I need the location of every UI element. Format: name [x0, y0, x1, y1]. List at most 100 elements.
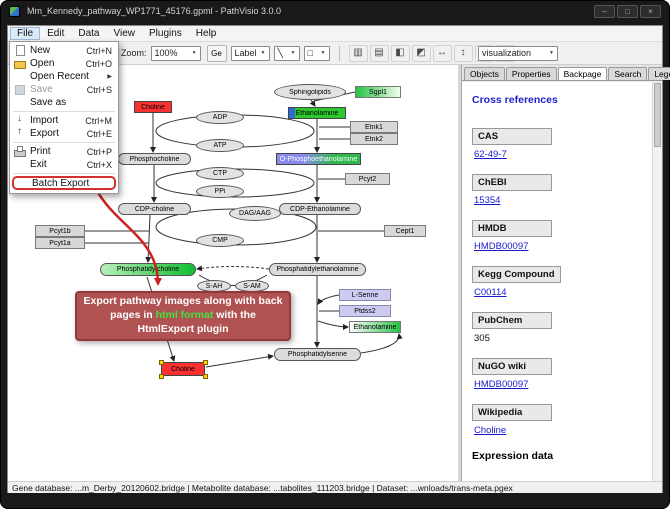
- selection-handle[interactable]: [203, 360, 208, 365]
- backpage-link[interactable]: HMDB00097: [474, 241, 529, 252]
- maximize-button[interactable]: □: [617, 5, 638, 18]
- chevron-down-icon: ▼: [549, 50, 554, 56]
- pathway-node-cept1[interactable]: Cept1: [384, 225, 426, 237]
- pathway-node-pcyt1b[interactable]: Pcyt1b: [35, 225, 85, 237]
- backpage-link[interactable]: HMDB00097: [474, 379, 529, 390]
- menubar-item-view[interactable]: View: [113, 28, 135, 39]
- pathway-node-ethanolamine[interactable]: Ethanolamine: [288, 107, 346, 119]
- menu-item-label: Save as: [30, 97, 67, 108]
- tab-backpage[interactable]: Backpage: [557, 67, 608, 80]
- backpage-section-header: Wikipedia: [472, 404, 552, 421]
- visualization-combobox[interactable]: visualization ▼: [478, 45, 558, 61]
- node-label: Cept1: [395, 227, 415, 235]
- backpage-link[interactable]: 62-49-7: [474, 149, 507, 160]
- backpage-section-header: ChEBI: [472, 174, 552, 191]
- align-left-button[interactable]: ◧: [390, 44, 410, 62]
- pathway-node-ctp[interactable]: CTP: [196, 167, 244, 180]
- pathway-node-ptdss2[interactable]: Ptdss2: [339, 305, 391, 317]
- node-label: Phosphatidylethanolamine: [276, 266, 359, 273]
- align-horizontal-center-button[interactable]: ▥: [348, 44, 368, 62]
- pathway-node-phosphatidylcholine[interactable]: Phosphatidylcholine: [100, 263, 196, 276]
- pathway-node-etnk1[interactable]: Etnk1: [350, 121, 398, 133]
- pathway-node-choline[interactable]: Choline: [134, 101, 172, 113]
- selection-handle[interactable]: [203, 374, 208, 379]
- pathway-node-o-phosphoethanolamine[interactable]: O-Phosphoethanolamine: [276, 153, 361, 165]
- toolbar: Zoom: 100% ▼ Ge Label ▼ ╲ ▼ □ ▼ ▥▤◧◩↔↕▦▧: [8, 42, 662, 65]
- pathway-node-l-serine[interactable]: L-Serine: [339, 289, 391, 301]
- pathway-node-choline[interactable]: Choline: [159, 360, 208, 379]
- file-menu-item-open-recent[interactable]: Open Recent▶: [10, 70, 118, 83]
- pathway-node-adp[interactable]: ADP: [196, 111, 244, 124]
- selection-handle[interactable]: [159, 374, 164, 379]
- pathway-node-ppi[interactable]: PPi: [196, 185, 244, 198]
- scrollbar[interactable]: [652, 82, 662, 481]
- annotation-text: with the: [213, 309, 256, 322]
- backpage-link[interactable]: C00114: [474, 287, 507, 298]
- pathway-node-ethanolamine[interactable]: Ethanolamine: [349, 321, 401, 333]
- file-menu-item-batch-export[interactable]: Batch Export: [12, 176, 116, 190]
- pathway-node-cmp[interactable]: CMP: [196, 234, 244, 247]
- pathway-node-pcyt1a[interactable]: Pcyt1a: [35, 237, 85, 249]
- menu-item-label: Open Recent: [30, 71, 89, 82]
- menubar-item-file[interactable]: File: [10, 27, 41, 40]
- shape-tool-button[interactable]: □ ▼: [303, 45, 330, 61]
- pathway-node-sgpl1[interactable]: Sgpl1: [355, 86, 401, 98]
- line-tool-button[interactable]: ╲ ▼: [273, 45, 300, 61]
- pathway-node-cdp-choline[interactable]: CDP-choline: [118, 203, 191, 215]
- pathway-node-sphingolipids[interactable]: Sphingolipids: [274, 84, 346, 100]
- align-top-button[interactable]: ◩: [411, 44, 431, 62]
- menubar-item-data[interactable]: Data: [78, 28, 100, 39]
- close-button[interactable]: ×: [640, 5, 661, 18]
- backpage-link[interactable]: 15354: [474, 195, 501, 206]
- pathway-node-atp[interactable]: ATP: [196, 139, 244, 152]
- selection-handle[interactable]: [159, 360, 164, 365]
- menubar-item-plugins[interactable]: Plugins: [148, 28, 182, 39]
- export-icon: [14, 126, 26, 139]
- pathway-node-cdp-ethanolamine[interactable]: CDP-Ethanolamine: [279, 203, 361, 215]
- expression-data-heading: Expression data: [472, 450, 554, 462]
- menubar-item-edit[interactable]: Edit: [47, 28, 65, 39]
- pathway-node-phosphatidylserine[interactable]: Phosphatidylserine: [274, 348, 361, 361]
- tab-objects[interactable]: Objects: [464, 67, 505, 80]
- status-bar: Gene database: ...m_Derby_20120602.bridg…: [8, 481, 662, 493]
- node-label: CDP-choline: [134, 205, 175, 213]
- distribute-horizontal-button[interactable]: ↔: [432, 44, 452, 62]
- distribute-vertical-button[interactable]: ↕: [453, 44, 473, 62]
- window-title: Mm_Kennedy_pathway_WP1771_45176.gpml - P…: [27, 6, 281, 16]
- file-menu-item-save-as[interactable]: Save as: [10, 96, 118, 109]
- pathway-node-pcyt2[interactable]: Pcyt2: [345, 173, 390, 185]
- tab-properties[interactable]: Properties: [505, 67, 557, 80]
- pathway-node-phosphatidylethanolamine[interactable]: Phosphatidylethanolamine: [269, 263, 366, 276]
- align-vertical-center-button[interactable]: ▤: [369, 44, 389, 62]
- new-label-button[interactable]: Label ▼: [230, 45, 270, 61]
- chevron-down-icon: ▼: [260, 50, 266, 56]
- save-icon: [14, 84, 26, 95]
- title-bar[interactable]: Mm_Kennedy_pathway_WP1771_45176.gpml - P…: [0, 0, 670, 25]
- zoom-combobox[interactable]: 100% ▼: [150, 45, 201, 61]
- new-datanode-button[interactable]: Ge: [206, 44, 227, 62]
- pathway-node-phosphocholine[interactable]: Phosphocholine: [118, 153, 191, 165]
- pathway-node-dag-aag[interactable]: DAG/AAG: [229, 206, 281, 221]
- panel-splitter[interactable]: [458, 65, 461, 481]
- backpage-section-value: C00114: [474, 287, 642, 298]
- menu-item-label: Export: [30, 128, 59, 139]
- backpage-section-header: CAS: [472, 128, 552, 145]
- backpage-link[interactable]: Choline: [474, 425, 507, 436]
- minimize-button[interactable]: –: [594, 5, 615, 18]
- menubar-item-help[interactable]: Help: [195, 28, 217, 39]
- status-text: Gene database: ...m_Derby_20120602.bridg…: [12, 483, 513, 493]
- tab-legend[interactable]: Legend: [648, 67, 670, 80]
- pathway-node-etnk2[interactable]: Etnk2: [350, 133, 398, 145]
- line-tool-icon: ╲: [277, 47, 283, 58]
- scrollbar-thumb[interactable]: [654, 83, 661, 147]
- tab-search[interactable]: Search: [608, 67, 648, 80]
